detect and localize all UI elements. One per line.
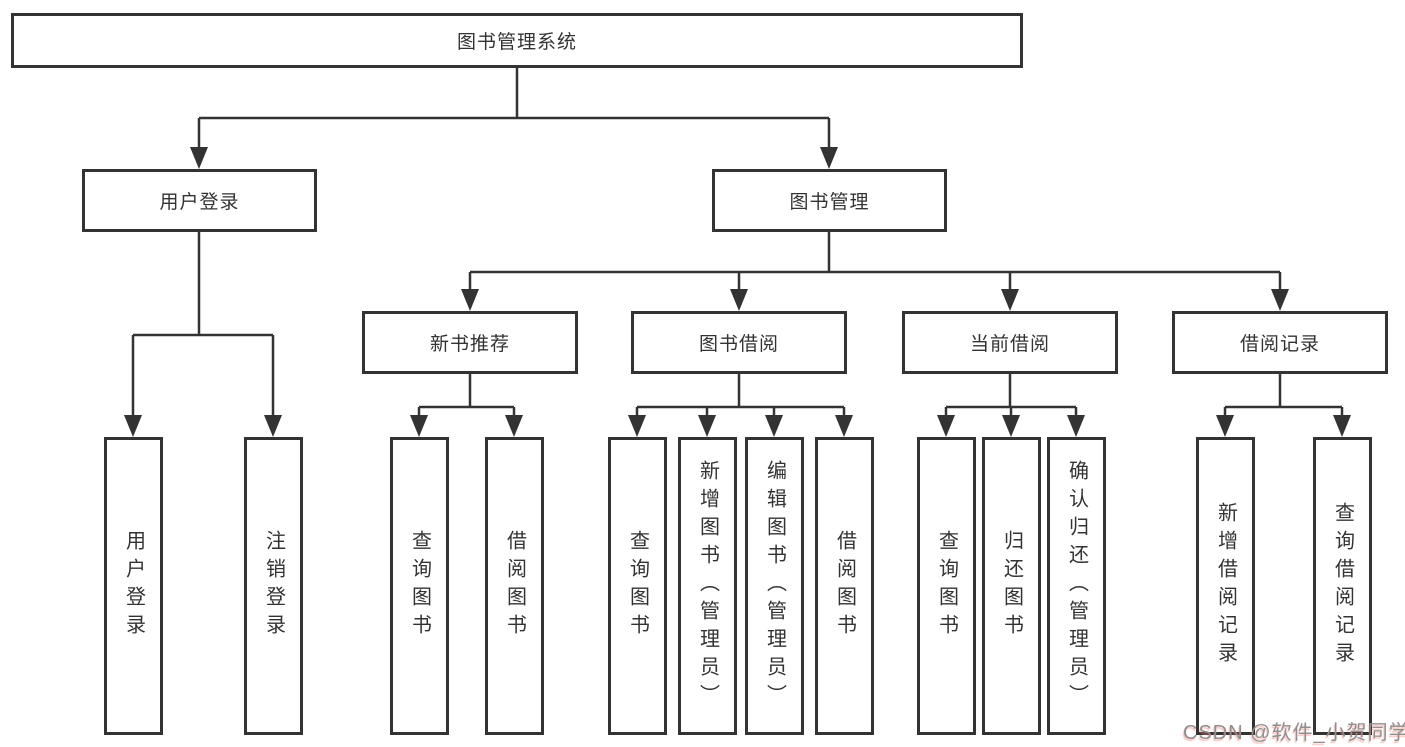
leaf-query-borrow-record: 查询借阅记录 — [1313, 437, 1372, 735]
node-new-book-recommend: 新书推荐 — [362, 311, 578, 374]
node-borrow-record: 借阅记录 — [1172, 311, 1388, 374]
leaf-query-book-recommend: 查询图书 — [390, 437, 449, 735]
leaf-borrow-book-recommend: 借阅图书 — [485, 437, 544, 735]
node-library-management-system: 图书管理系统 — [11, 13, 1023, 68]
leaf-add-borrow-record: 新增借阅记录 — [1196, 437, 1255, 735]
leaf-user-login: 用户登录 — [104, 437, 163, 735]
leaf-add-book-admin: 新增图书（管理员） — [678, 437, 737, 735]
leaf-query-book-current: 查询图书 — [917, 437, 976, 735]
node-book-management: 图书管理 — [712, 169, 947, 232]
leaf-logout: 注销登录 — [244, 437, 303, 735]
node-user-login: 用户登录 — [82, 169, 317, 232]
leaf-return-book: 归还图书 — [982, 437, 1041, 735]
node-book-borrow: 图书借阅 — [631, 311, 847, 374]
node-current-borrow: 当前借阅 — [902, 311, 1118, 374]
leaf-query-book-borrow: 查询图书 — [608, 437, 667, 735]
csdn-watermark: CSDN @软件_小贺同学 — [1183, 722, 1405, 744]
leaf-borrow-book: 借阅图书 — [815, 437, 874, 735]
leaf-confirm-return-admin: 确认归还（管理员） — [1047, 437, 1106, 735]
leaf-edit-book-admin: 编辑图书（管理员） — [745, 437, 804, 735]
